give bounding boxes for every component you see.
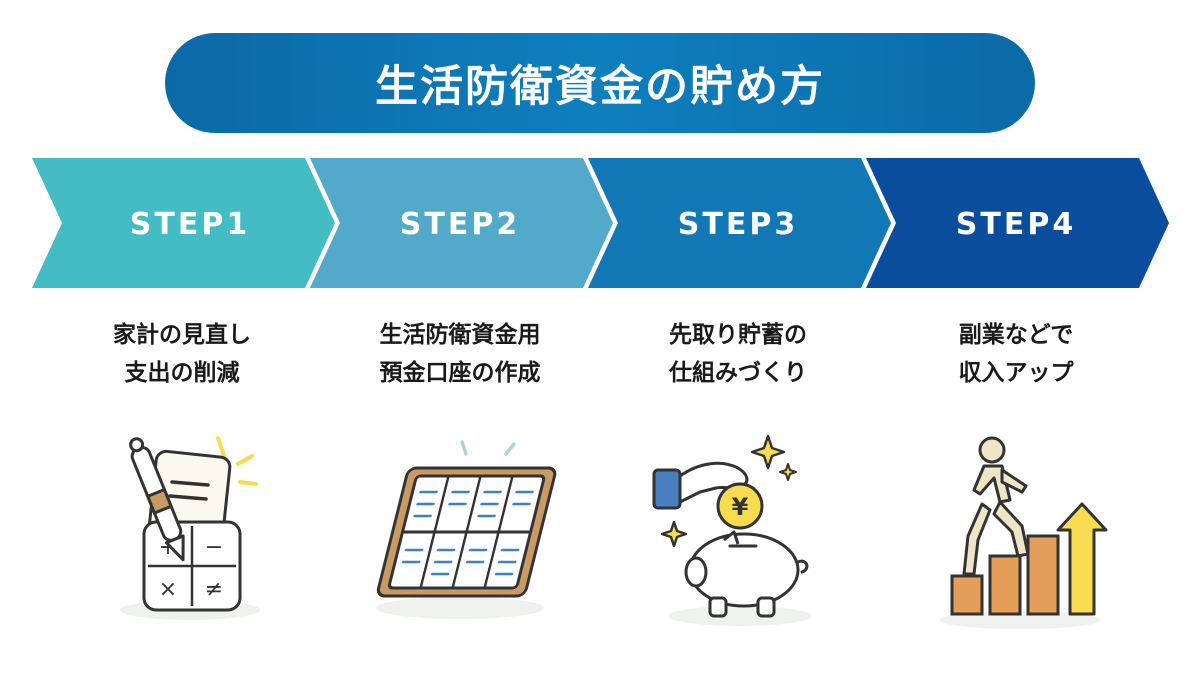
step-2-description: 生活防衛資金用 預金口座の作成 [320, 316, 600, 392]
step-4-label: STEP4 [956, 207, 1076, 242]
step-2-shape [310, 158, 613, 288]
step-3-line-1: 先取り貯蓄の [669, 322, 807, 348]
page-title: 生活防衛資金の貯め方 [375, 62, 825, 112]
step-3-line-2: 仕組みづくり [669, 360, 807, 386]
title-banner: 生活防衛資金の貯め方 [165, 33, 1035, 133]
step-4-description: 副業などで 収入アップ [876, 316, 1156, 392]
bankbook-icon [376, 440, 557, 619]
piggy-bank-icon: ¥ [652, 434, 812, 626]
step-4-shape [866, 158, 1169, 288]
step-2-line-1: 生活防衛資金用 [379, 322, 541, 348]
step-3-label: STEP3 [678, 207, 798, 242]
step-2-label: STEP2 [400, 207, 520, 242]
svg-text:−: − [205, 535, 223, 560]
svg-text:×: × [159, 577, 177, 602]
step-1-label: STEP1 [130, 207, 250, 242]
svg-text:≠: ≠ [205, 577, 223, 602]
step-2-line-2: 預金口座の作成 [379, 360, 541, 386]
calculator-notepad-icon: + − × ≠ [120, 436, 260, 620]
step-3-shape [588, 158, 891, 288]
step-2-chevron: STEP2 [310, 158, 613, 288]
step-4-line-2: 収入アップ [958, 360, 1074, 386]
step-1-line-2: 支出の削減 [124, 360, 240, 386]
step-3-chevron: STEP3 [588, 158, 891, 288]
step-4-line-1: 副業などで [958, 322, 1074, 348]
step-1-line-1: 家計の見直し [113, 322, 251, 348]
step-4-chevron: STEP4 [866, 158, 1169, 288]
stairs-growth-icon [940, 436, 1108, 629]
step-1-description: 家計の見直し 支出の削減 [42, 316, 322, 392]
yen-symbol: ¥ [732, 493, 749, 521]
step-1-chevron: STEP1 [32, 158, 335, 288]
step-3-description: 先取り貯蓄の 仕組みづくり [598, 316, 878, 392]
step-1-shape [32, 158, 335, 288]
